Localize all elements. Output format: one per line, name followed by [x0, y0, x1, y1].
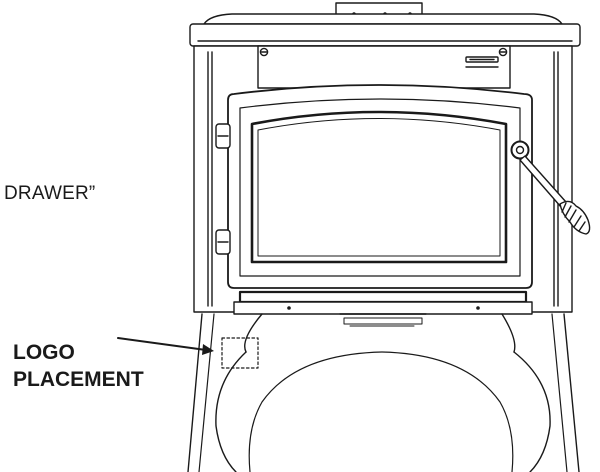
logo-label-line2: PLACEMENT — [13, 368, 144, 391]
logo-label-line1: LOGO — [13, 341, 75, 364]
pedestal — [187, 313, 580, 472]
door-glass — [250, 110, 508, 264]
stove-top — [189, 13, 581, 47]
hinge-upper — [215, 123, 231, 149]
upper-panel — [257, 45, 511, 89]
logo-placement-box — [221, 337, 259, 369]
hinge-lower — [215, 229, 231, 255]
ash-lip — [233, 290, 533, 315]
door — [227, 84, 533, 289]
logo-placement-label: LOGO PLACEMENT — [13, 339, 144, 393]
drawer-label: DRAWER” — [4, 183, 96, 204]
arrow-icon — [117, 337, 214, 355]
door-handle — [510, 140, 591, 235]
